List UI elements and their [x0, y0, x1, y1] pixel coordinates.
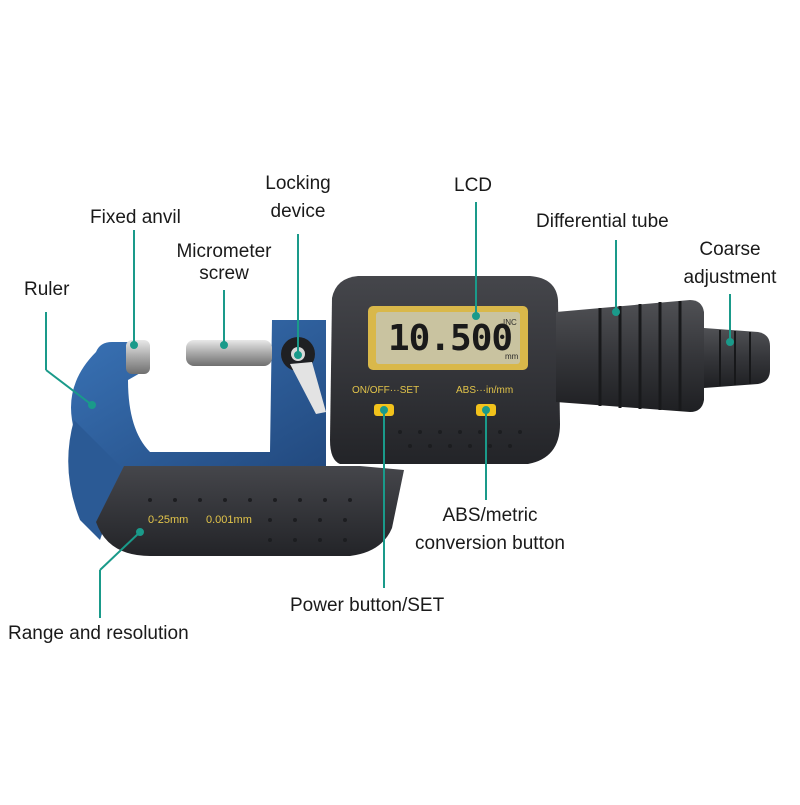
micrometer-spindle — [186, 340, 272, 366]
locking-lever — [290, 362, 326, 414]
leader-lines — [45, 202, 734, 618]
label-locking-device-line2: device — [270, 201, 326, 222]
lcd-reading: 10.500 — [388, 318, 513, 359]
range-text: 0-25mm — [148, 514, 189, 526]
label-micrometer-screw-line1: Micrometer — [176, 241, 272, 262]
label-ruler: Ruler — [24, 279, 70, 300]
differential-tube — [556, 300, 704, 412]
label-range-resolution: Range and resolution — [8, 623, 189, 644]
thimble-ridges — [598, 301, 682, 411]
lower-body — [96, 466, 404, 556]
lcd-unit-top: INC — [503, 318, 517, 327]
resolution-text: 0.001mm — [206, 514, 252, 526]
coarse-adjustment-knob — [704, 328, 770, 388]
label-abs-metric-line2: conversion button — [415, 533, 565, 554]
fixed-anvil — [126, 340, 150, 374]
label-differential-tube: Differential tube — [536, 211, 669, 232]
lcd-unit-bottom: mm — [505, 352, 519, 361]
button-left-label: ON/OFF···SET — [352, 385, 420, 396]
knob-ridges — [719, 330, 751, 386]
label-fixed-anvil: Fixed anvil — [90, 207, 181, 228]
button-right-label: ABS···in/mm — [456, 385, 514, 396]
label-lcd: LCD — [454, 175, 493, 196]
label-power-button: Power button/SET — [290, 595, 445, 616]
label-locking-device-line1: Locking — [265, 173, 331, 194]
grip-dots — [148, 430, 522, 542]
label-coarse-adjustment-line1: Coarse — [699, 239, 761, 260]
label-coarse-adjustment-line2: adjustment — [683, 267, 777, 288]
label-abs-metric-line1: ABS/metric — [442, 505, 538, 526]
label-micrometer-screw-line2: screw — [199, 263, 249, 284]
lcd-screen — [376, 312, 520, 364]
